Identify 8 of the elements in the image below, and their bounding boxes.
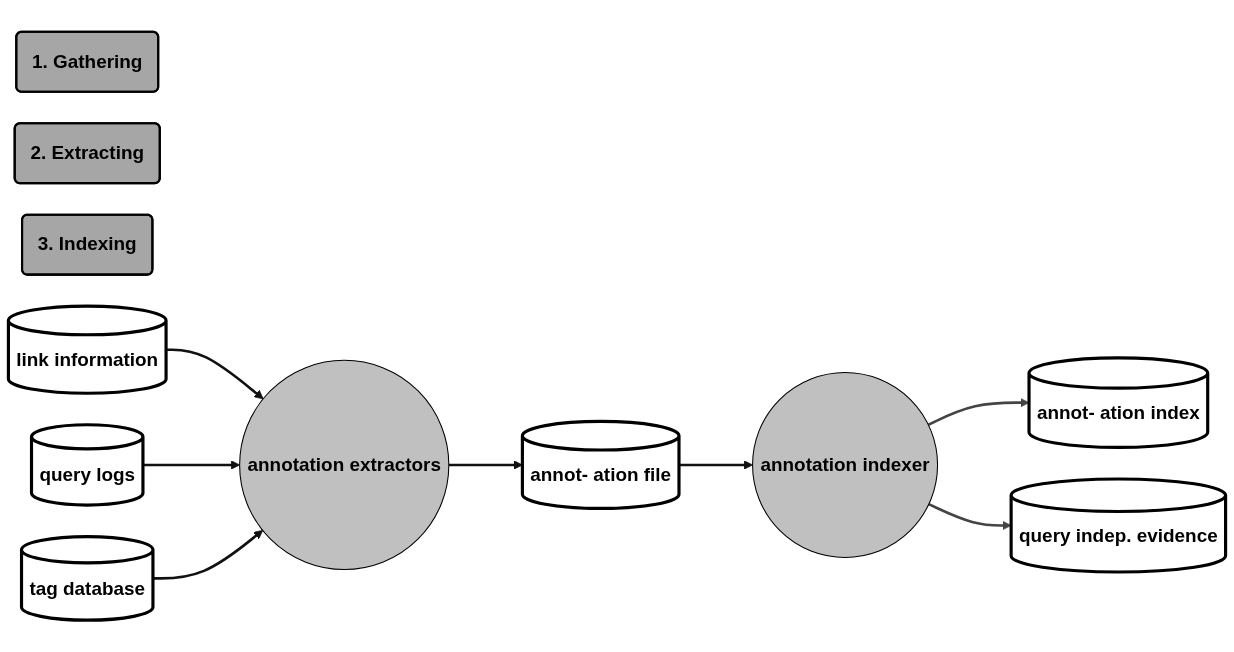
arrow <box>448 460 523 470</box>
arrow <box>166 348 264 400</box>
node-circle: annotation indexer <box>752 371 939 558</box>
arrow <box>927 398 1030 426</box>
arrow <box>152 530 264 580</box>
arrow <box>679 460 753 470</box>
arrow <box>928 502 1012 531</box>
node-circle: annotation extractors <box>239 359 450 571</box>
